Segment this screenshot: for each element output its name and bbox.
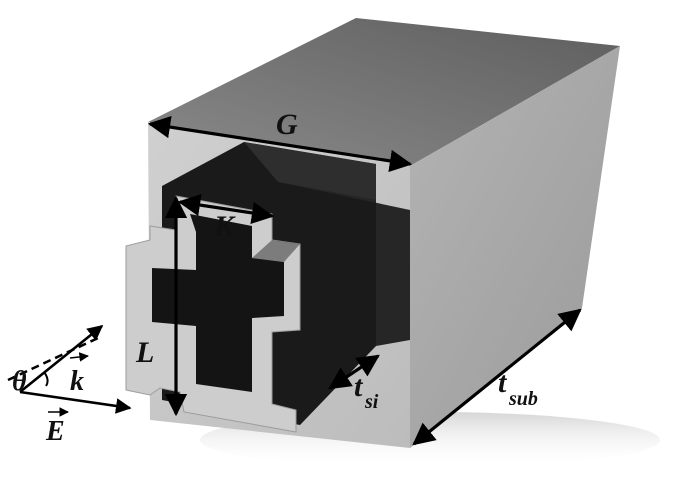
cavity-inner-right <box>278 182 410 346</box>
label-theta: θ <box>12 366 27 397</box>
label-L: L <box>135 336 154 369</box>
k-overarrow <box>69 352 89 362</box>
k-vector-arrow <box>19 324 104 394</box>
incident-wave-vectors <box>7 324 132 414</box>
dim-G <box>147 115 413 173</box>
label-k-letter: k <box>70 366 84 397</box>
label-t-si-sub: si <box>364 391 379 413</box>
label-t-sub: t sub <box>498 366 538 410</box>
dim-t-si <box>328 354 380 390</box>
label-G: G <box>276 108 298 141</box>
cross-shading <box>252 240 300 262</box>
dim-t-sub <box>412 308 582 446</box>
angle-arc <box>43 371 49 387</box>
label-E-letter: E <box>45 416 65 447</box>
E-vector-arrow <box>19 390 132 414</box>
label-E: E <box>45 407 69 447</box>
label-t-si-main: t <box>354 370 364 403</box>
cross-hole <box>152 214 284 392</box>
dimension-lines <box>147 115 582 446</box>
normal-reference-dashed <box>7 336 99 382</box>
label-t-si: t si <box>354 370 379 413</box>
label-t-sub-main: t <box>498 366 508 399</box>
label-K: K <box>213 210 236 243</box>
label-t-sub-sub: sub <box>508 388 538 410</box>
dim-K <box>177 193 275 225</box>
label-k: k <box>69 352 89 397</box>
